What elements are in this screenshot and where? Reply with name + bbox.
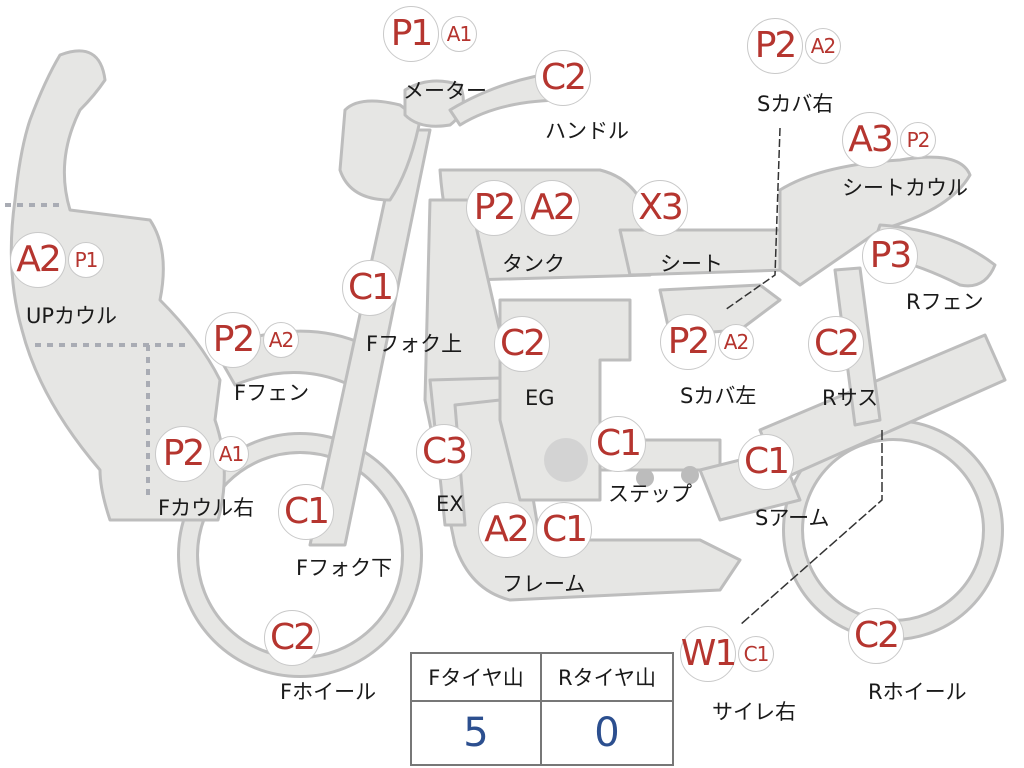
- code-badge: C1: [536, 502, 592, 558]
- label-up-cowl: UPカウル: [26, 304, 118, 328]
- code-badge: A1: [213, 436, 249, 472]
- label-r-wheel: Rホイール: [868, 680, 967, 704]
- badge-exhaust: C3: [416, 424, 472, 480]
- label-seat-cowl: シートカウル: [842, 176, 968, 200]
- code-badge: P2: [660, 314, 716, 370]
- code-badge: P2: [155, 426, 211, 482]
- code-badge: A2: [10, 232, 66, 288]
- badge-f-cowl-right: P2 A1: [155, 426, 249, 482]
- front-wheel-inner: [180, 435, 420, 675]
- label-engine: EG: [525, 386, 555, 410]
- exhaust-shape: [428, 376, 502, 527]
- badge-f-fork-lower: C1: [278, 484, 334, 540]
- engine-case-decoration: [544, 438, 588, 482]
- badge-swing-arm: C1: [738, 434, 794, 490]
- headlight-shape: [338, 99, 422, 202]
- badge-engine: C2: [494, 316, 550, 372]
- badge-r-suspension: C2: [808, 316, 864, 372]
- label-step: ステップ: [608, 482, 692, 506]
- badge-r-fender: P3: [862, 228, 918, 284]
- step-peg-decoration: [636, 469, 654, 487]
- code-badge: A3: [842, 112, 898, 168]
- badge-seat-cowl: A3 P2: [842, 112, 936, 168]
- label-f-cowl-right: Fカウル右: [158, 496, 255, 520]
- code-badge: A2: [718, 324, 754, 360]
- code-badge: P1: [68, 242, 104, 278]
- label-handle: ハンドル: [545, 119, 629, 143]
- badge-s-cover-left: P2 A2: [660, 314, 754, 370]
- badge-r-wheel: C2: [848, 608, 904, 664]
- code-badge: P3: [862, 228, 918, 284]
- code-badge: C1: [278, 484, 334, 540]
- badge-silencer-right: W1 C1: [680, 626, 774, 682]
- code-badge: C2: [808, 316, 864, 372]
- rear-tire-value: 0: [594, 710, 620, 756]
- code-badge: P2: [466, 180, 522, 236]
- label-frame: フレーム: [502, 572, 586, 596]
- code-badge: C2: [848, 608, 904, 664]
- rear-tire-header: Rタイヤ山: [542, 654, 672, 702]
- code-badge: C2: [494, 316, 550, 372]
- code-badge: A1: [441, 16, 477, 52]
- code-badge: A2: [805, 28, 841, 64]
- label-seat: シート: [660, 252, 723, 276]
- code-badge: C2: [264, 610, 320, 666]
- label-silencer-right: サイレ右: [712, 700, 796, 724]
- code-badge: X3: [632, 180, 688, 236]
- label-f-wheel: Fホイール: [280, 680, 377, 704]
- cowl-shape: [9, 49, 226, 522]
- front-tire-header: Fタイヤ山: [412, 654, 542, 702]
- code-badge: A2: [478, 502, 534, 558]
- front-tire-value: 5: [412, 702, 542, 764]
- label-f-fork-lower: Fフォク下: [296, 556, 393, 580]
- code-badge: C1: [738, 434, 794, 490]
- code-badge: C2: [535, 50, 591, 106]
- label-meter: メーター: [403, 79, 487, 103]
- badge-frame: A2 C1: [478, 502, 592, 558]
- code-badge: C3: [416, 424, 472, 480]
- badge-seat: X3: [632, 180, 688, 236]
- label-swing-arm: Sアーム: [755, 506, 830, 530]
- code-badge: P2: [747, 18, 803, 74]
- badge-s-cover-right: P2 A2: [747, 18, 841, 74]
- label-f-fork-upper: Fフォク上: [366, 332, 463, 356]
- label-f-fender: Fフェン: [234, 381, 310, 405]
- code-badge: C1: [342, 260, 398, 316]
- code-badge: W1: [680, 626, 737, 682]
- code-badge: C1: [738, 636, 774, 672]
- badge-f-fork-upper: C1: [342, 260, 398, 316]
- badge-step: C1: [590, 416, 646, 472]
- code-badge: P1: [383, 6, 439, 62]
- code-badge: A2: [524, 180, 580, 236]
- label-r-suspension: Rサス: [822, 386, 879, 410]
- code-badge: P2: [900, 122, 936, 158]
- label-s-cover-right: Sカバ右: [757, 92, 834, 116]
- silencer-leader-line: [739, 430, 883, 626]
- label-tank: タンク: [502, 252, 565, 276]
- badge-f-fender: P2 A2: [205, 312, 299, 368]
- front-fork-shape: [308, 128, 432, 547]
- badge-meter: P1 A1: [383, 6, 477, 62]
- badge-tank: P2 A2: [466, 180, 580, 236]
- label-exhaust: EX: [436, 492, 464, 516]
- badge-up-cowl: A2 P1: [10, 232, 104, 288]
- label-r-fender: Rフェン: [906, 290, 984, 314]
- s-cover-leader-line: [724, 127, 781, 311]
- seat-cowl-shape: [778, 155, 972, 287]
- code-badge: A2: [263, 322, 299, 358]
- badge-f-wheel: C2: [264, 610, 320, 666]
- badge-handle: C2: [535, 50, 591, 106]
- label-s-cover-left: Sカバ左: [680, 384, 757, 408]
- frame-shape: [423, 198, 742, 602]
- tire-tread-table: Fタイヤ山 Rタイヤ山 5 0: [410, 652, 674, 766]
- step-peg-decoration: [681, 466, 699, 484]
- code-badge: C1: [590, 416, 646, 472]
- code-badge: P2: [205, 312, 261, 368]
